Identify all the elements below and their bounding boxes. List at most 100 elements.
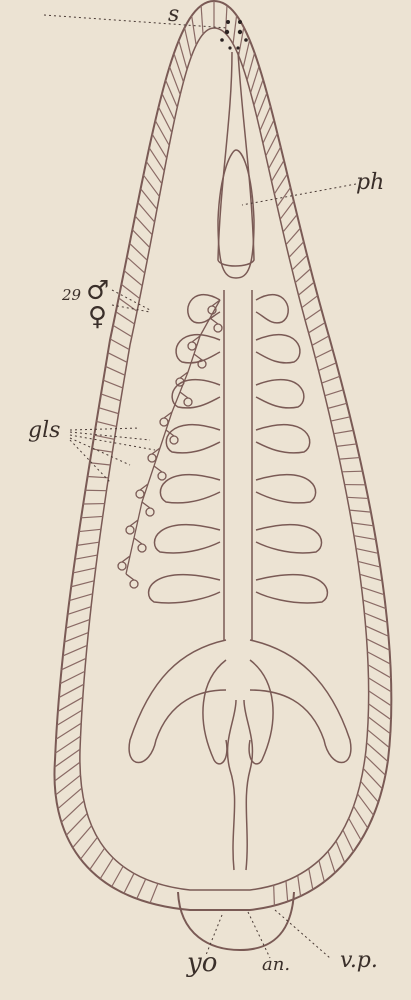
annulus-line: [277, 188, 290, 207]
annulus-line: [257, 93, 267, 118]
vas-deferens-segment: [130, 538, 134, 556]
annulus-line: [364, 613, 387, 622]
annulus-line: [61, 658, 85, 669]
annulus-line: [336, 841, 345, 863]
annulus-line: [358, 794, 374, 815]
testis-stalk: [126, 574, 134, 580]
testis: [188, 342, 196, 350]
annulus-line: [69, 594, 92, 601]
annulus-line: [106, 366, 125, 375]
annulus-line: [367, 652, 390, 664]
annulus-line: [331, 417, 350, 421]
annulus-line: [342, 471, 363, 472]
testis-stalk: [194, 354, 202, 360]
annulus-line: [361, 587, 384, 595]
crop-pouch-right: [256, 575, 327, 603]
crop-pouch-right: [256, 335, 300, 363]
annulus-line: [201, 6, 203, 35]
testis: [184, 398, 192, 406]
annulus-line: [312, 336, 329, 345]
vas-deferens-segment: [200, 318, 210, 336]
annulus-line: [58, 697, 83, 711]
testis: [130, 580, 138, 588]
testis-stalk: [180, 392, 188, 398]
intestine: [228, 700, 236, 870]
posterior-sucker: [178, 892, 294, 950]
testis: [214, 324, 222, 332]
body-outline-outer: [54, 1, 391, 910]
annulus-line: [73, 568, 96, 573]
testis: [158, 472, 166, 480]
annulus-line: [146, 161, 162, 183]
testes-chain: [118, 300, 222, 588]
annulus-line: [328, 403, 347, 408]
label-an: an.: [262, 956, 290, 974]
annulus-line: [132, 230, 149, 248]
annulus-line: [260, 106, 270, 130]
annulus-line: [116, 312, 135, 324]
annulus-line: [63, 645, 87, 655]
annulus-line: [143, 175, 159, 196]
annulus-line: [247, 53, 255, 80]
annulus-line: [57, 710, 82, 725]
annulus-line: [61, 801, 83, 822]
annulus-line: [286, 228, 300, 244]
label-gls: gls: [28, 420, 60, 442]
annulus-line: [192, 16, 196, 45]
annulus-line: [339, 458, 359, 460]
annulus-line: [298, 875, 301, 896]
annulus-line: [283, 215, 297, 232]
annulus-line: [309, 869, 313, 890]
testis: [148, 454, 156, 462]
vas-deferens-segment: [138, 502, 142, 520]
annulus-line: [124, 271, 142, 286]
annulus-line: [138, 202, 155, 222]
annulus-line: [350, 510, 371, 512]
testis-stalk: [134, 538, 142, 544]
annulus-line: [121, 284, 139, 298]
vas-deferens-segment: [148, 466, 154, 484]
annulus-line: [367, 639, 390, 650]
testis: [136, 490, 144, 498]
testis: [126, 526, 134, 534]
annulus-line: [251, 66, 259, 93]
annulus-line: [56, 723, 81, 739]
annulus-line: [141, 189, 157, 209]
annulus-line: [127, 257, 145, 273]
crop-pouch-right: [256, 295, 288, 323]
annulus-line: [119, 298, 137, 311]
annulus-line: [101, 394, 121, 401]
annulus-line: [263, 120, 274, 143]
label-yo: yo: [187, 950, 217, 976]
testis-stalk: [142, 502, 150, 508]
crop-pouch-left: [166, 425, 220, 453]
annulus-line: [367, 743, 388, 762]
annulus-line: [108, 353, 127, 363]
label-vp: v.p.: [340, 950, 378, 972]
testis: [160, 418, 168, 426]
caecum-right: [250, 640, 351, 763]
annulus-line: [325, 390, 343, 396]
annulus-line: [174, 53, 184, 81]
annulus-line: [358, 561, 380, 567]
annulus-line: [130, 243, 148, 260]
annulus-line: [243, 40, 249, 68]
annulus-line: [77, 542, 99, 545]
annulus-line: [361, 781, 378, 802]
annulus-line: [274, 174, 287, 194]
annulus-line: [66, 620, 90, 629]
crop-pouch-left: [154, 525, 220, 553]
annulus-line: [309, 323, 325, 333]
crop-pouches: [129, 290, 351, 764]
label-male: ♂: [86, 278, 109, 304]
annulus-line: [368, 678, 391, 692]
annulus-line: [337, 444, 357, 446]
annulus-line: [55, 736, 80, 753]
annulus-line: [328, 851, 335, 872]
label-female: ♀: [88, 304, 107, 330]
annulus-line: [100, 858, 113, 879]
annulus-line: [110, 339, 129, 350]
annulus-line: [266, 133, 278, 156]
annulus-line: [302, 296, 318, 308]
annulus-line: [354, 806, 368, 828]
